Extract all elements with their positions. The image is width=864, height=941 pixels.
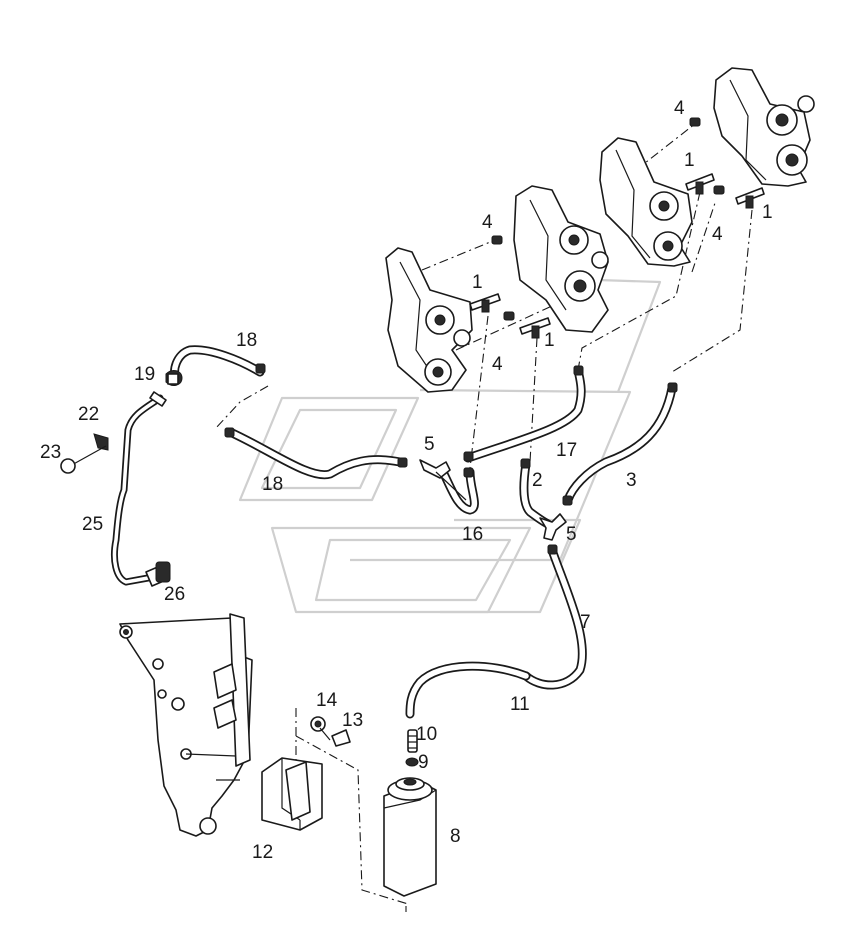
callout-22: 22 [78,404,99,425]
bracket-assembly [119,613,253,837]
control-module-right [599,67,815,267]
callout-26: 26 [164,584,185,605]
callout-4-right: 4 [712,224,723,245]
hose-lines [110,345,677,719]
callout-12: 12 [252,842,273,863]
callout-7: 7 [580,612,591,633]
callout-18-upper: 18 [236,330,257,351]
callout-8: 8 [450,826,461,847]
callout-19: 19 [134,364,155,385]
connectors [60,363,678,587]
callout-18-lower: 18 [262,474,283,495]
callout-14: 14 [316,690,338,711]
callout-5-left: 5 [424,434,435,455]
callout-4-top: 4 [674,98,685,119]
control-module-left [385,185,609,393]
reservoir-holder [261,716,351,831]
callout-labels: 4 1 1 4 4 1 1 4 18 19 22 23 5 17 2 3 18 … [40,98,773,863]
callout-13: 13 [342,710,363,731]
callout-3: 3 [626,470,637,491]
callout-9: 9 [418,752,429,773]
callout-5-right: 5 [566,524,577,545]
callout-1-right: 1 [762,202,773,223]
callout-11: 11 [510,694,530,715]
leader-lines [215,119,753,912]
callout-1-top: 1 [684,150,695,171]
module-fittings [469,117,765,339]
callout-10: 10 [416,724,437,745]
callout-16: 16 [462,524,483,545]
callout-4-left: 4 [482,212,493,233]
callout-25: 25 [82,514,103,535]
callout-1-left: 1 [472,272,483,293]
reservoir-tank [383,729,437,897]
callout-2: 2 [532,470,543,491]
callout-17: 17 [556,440,577,461]
callout-23: 23 [40,442,61,463]
callout-4-lower: 4 [492,354,503,375]
callout-1-lower: 1 [544,330,555,351]
watermark-logo [238,278,662,614]
